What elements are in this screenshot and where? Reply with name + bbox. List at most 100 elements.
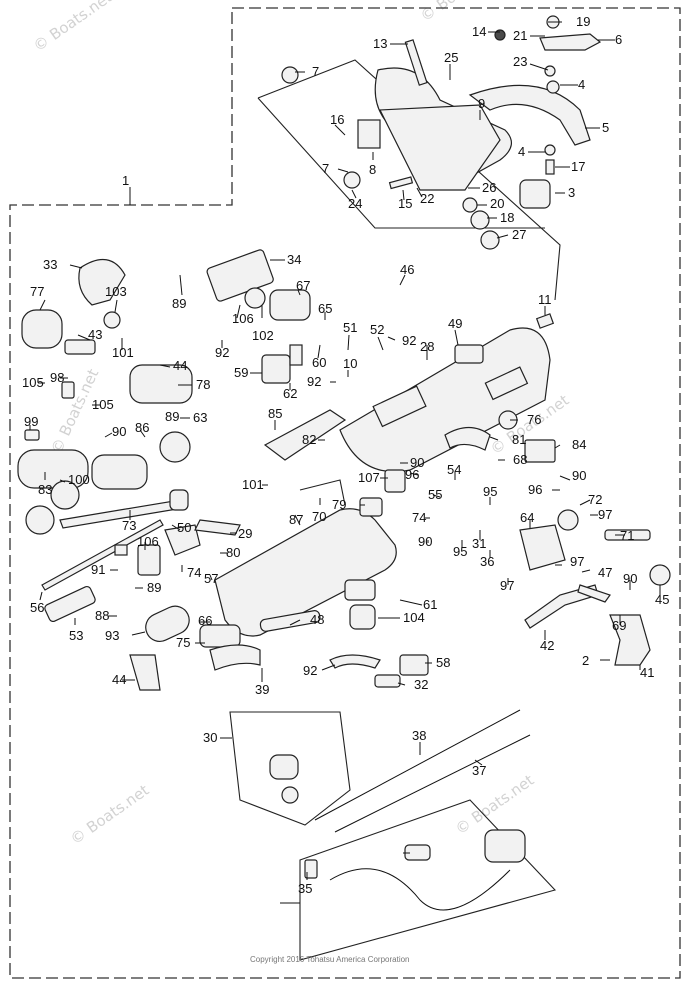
bracket-47 [344,579,376,601]
callout-label: 80 [226,545,240,560]
spring-80 [114,544,128,556]
link-66 [577,584,611,603]
callout-label: 43 [88,327,102,342]
callout-label: 34 [287,252,301,267]
washer-4 [546,80,560,94]
callout-label: 26 [482,180,496,195]
label-10 [372,385,427,428]
cap-79 [25,505,55,535]
harness-35 [329,868,511,911]
callout-label: 49 [448,316,462,331]
callout-label: 6 [615,32,622,47]
bracket-74 [194,519,241,536]
clamp-48 [349,604,376,630]
collar-79 [169,489,189,511]
callout-label: 70 [312,509,326,524]
callout-label: 87 [289,512,303,527]
callout-label: 31 [472,536,486,551]
sleeve-45 [259,610,321,632]
callout-label: 107 [358,470,380,485]
callout-label: 101 [242,477,264,492]
harness-frame-35 [299,799,557,961]
grommet-104 [145,605,190,642]
callout-label: 58 [436,655,450,670]
callout-label: 67 [296,278,310,293]
callout-label: 65 [318,301,332,316]
cap-101 [557,509,579,531]
callout-label: 92 [215,345,229,360]
callout-labels: 19 14 21 6 13 25 7 23 4 9 5 16 4 17 7 8 … [22,14,669,896]
callout-label: 100 [68,472,90,487]
callout-label: 28 [420,339,434,354]
callout-label: 9 [478,96,485,111]
boot-93 [199,624,241,648]
lower-cover-group [44,469,671,691]
callout-label: 33 [43,257,57,272]
callout-label: 90 [572,468,586,483]
terminal-38 [304,859,318,879]
bracket-34 [206,249,274,302]
callout-label: 88 [95,608,109,623]
box-64 [137,544,161,576]
callout-label: 97 [598,507,612,522]
callout-label: 75 [176,635,190,650]
nut-27 [480,230,500,250]
callout-label: 85 [268,406,282,421]
tiller-handle-49 [339,327,551,473]
clip-8 [357,119,381,149]
bracket-2 [129,654,161,691]
washer-24 [343,171,361,189]
callout-label: 90 [112,424,126,439]
callout-label: 106 [232,311,254,326]
callout-label: 69 [612,618,626,633]
block-59 [261,354,291,384]
callout-label: 21 [513,28,527,43]
callout-label: 24 [348,196,362,211]
watermark: © Boats.net [67,781,152,848]
callout-label: 92 [307,374,321,389]
sticker-11 [535,313,555,329]
callout-label: 90 [410,455,424,470]
callout-label: 93 [105,628,119,643]
end-89 [159,431,191,463]
friction-plate [379,104,501,191]
upper-bracket-group [257,15,602,301]
callout-label: 48 [310,612,324,627]
callout-label: 44 [173,358,187,373]
bracket-68 [384,469,406,493]
callout-label: 41 [640,665,654,680]
callout-label: 42 [540,638,554,653]
callout-label: 23 [513,54,527,69]
callout-label: 47 [598,565,612,580]
callout-label: 52 [370,322,384,337]
cap-61 [649,564,671,586]
callout-label: 32 [414,677,428,692]
knob-3 [519,179,551,209]
bracket-6 [539,33,602,51]
gear-67 [269,289,311,321]
callout-label: 103 [105,284,127,299]
callout-label: 2 [582,653,589,668]
callout-label: 35 [298,881,312,896]
callout-label: 37 [472,763,486,778]
watermark: © Boats.net [452,771,537,838]
plate-81 [524,439,556,463]
block-69 [44,585,96,623]
callout-label: 78 [196,377,210,392]
cable-42 [329,654,381,669]
shift-cable-30 [334,734,531,833]
stop-switch-77 [21,309,63,349]
grip-sleeve-84 [91,454,148,490]
hose-41 [209,644,261,671]
callout-label: 90 [418,534,432,549]
callout-label: 74 [187,565,201,580]
callout-label: 54 [447,462,461,477]
callout-label: 96 [528,482,542,497]
watermark: © Boats.net [30,0,115,55]
keycap-39 [281,786,299,804]
callout-label: 91 [91,562,105,577]
callout-label: 63 [193,410,207,425]
label-92 [484,366,529,401]
callout-label: 4 [518,144,525,159]
